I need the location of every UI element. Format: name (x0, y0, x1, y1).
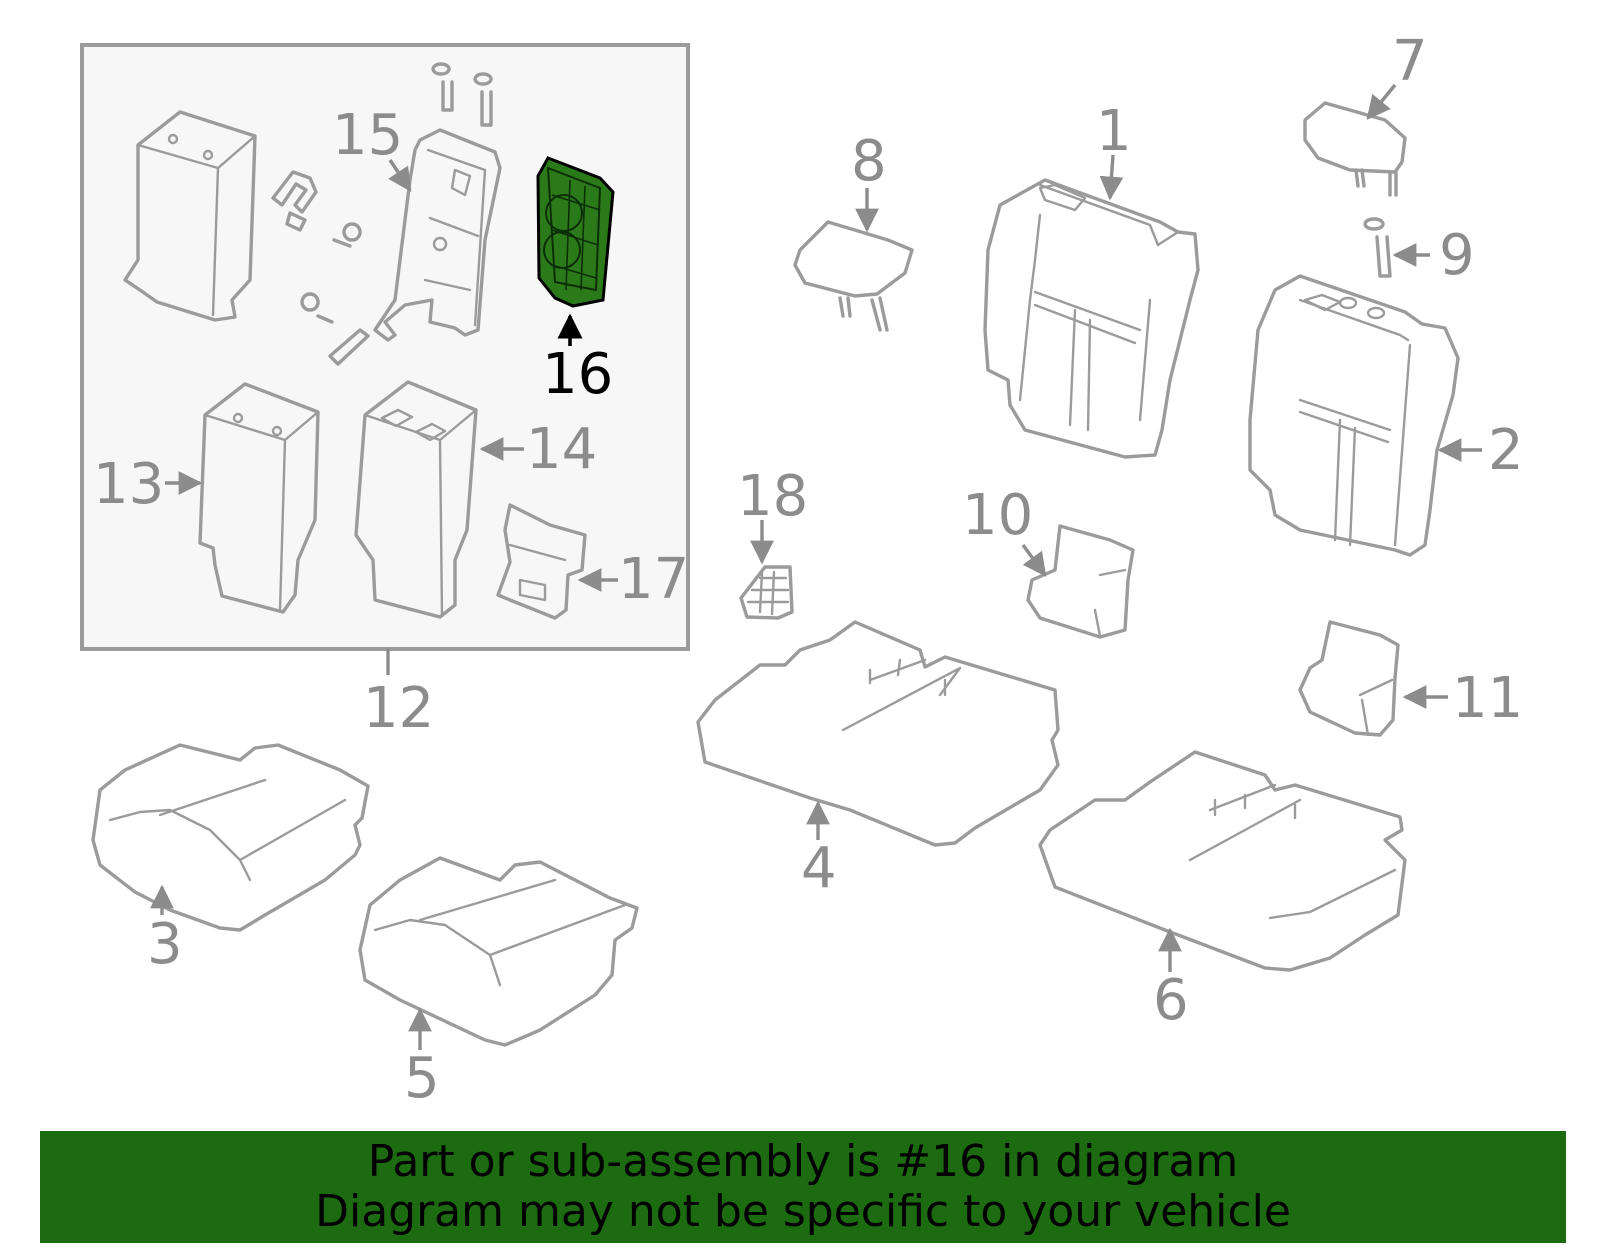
side-bolster-11 (1298, 620, 1400, 737)
seat-cushion-3 (91, 743, 370, 932)
callout-16: 16 (542, 342, 613, 407)
seat-cushion-6 (1038, 750, 1407, 972)
callout-6: 6 (1153, 968, 1189, 1033)
seat-back-1 (983, 178, 1200, 459)
seat-cushion-5 (358, 856, 639, 1047)
armrest-cover-14 (354, 380, 478, 619)
callout-7: 7 (1392, 29, 1428, 94)
callout-8: 8 (851, 129, 887, 194)
callout-14: 14 (526, 417, 597, 482)
parts-diagram: 1 2 3 4 5 6 7 8 9 10 11 12 13 14 15 16 1… (80, 29, 1524, 1111)
armrest-cover-upper (123, 110, 257, 322)
bracket-17 (496, 503, 587, 620)
callout-5: 5 (404, 1046, 440, 1111)
callout-1: 1 (1096, 99, 1132, 164)
callout-18: 18 (737, 464, 808, 529)
assembly-12-inset-box (80, 43, 690, 651)
armrest-cover-13 (198, 382, 320, 614)
bolt-9 (1363, 217, 1392, 278)
clip-parts (271, 62, 493, 366)
banner-line-2: Diagram may not be specific to your vehi… (315, 1186, 1291, 1237)
headrest-8 (793, 220, 914, 332)
callout-12: 12 (363, 676, 434, 741)
callout-9: 9 (1439, 223, 1475, 288)
side-bolster-10 (1026, 524, 1135, 639)
callout-13: 13 (93, 452, 164, 517)
part-16-highlighted[interactable] (536, 156, 615, 308)
callout-17: 17 (618, 547, 689, 612)
seat-back-2 (1248, 274, 1460, 557)
headrest-7 (1303, 101, 1407, 197)
callout-4: 4 (801, 836, 837, 901)
callout-11: 11 (1452, 666, 1523, 731)
callout-2: 2 (1488, 418, 1524, 483)
info-banner: Part or sub-assembly is #16 in diagram D… (40, 1131, 1566, 1243)
armrest-frame (373, 128, 502, 342)
callout-15: 15 (332, 103, 403, 168)
banner-line-1: Part or sub-assembly is #16 in diagram (367, 1136, 1239, 1187)
callout-10: 10 (962, 483, 1033, 548)
seat-cushion-4 (696, 620, 1060, 847)
bezel-18 (739, 565, 794, 620)
callout-3: 3 (147, 912, 183, 977)
